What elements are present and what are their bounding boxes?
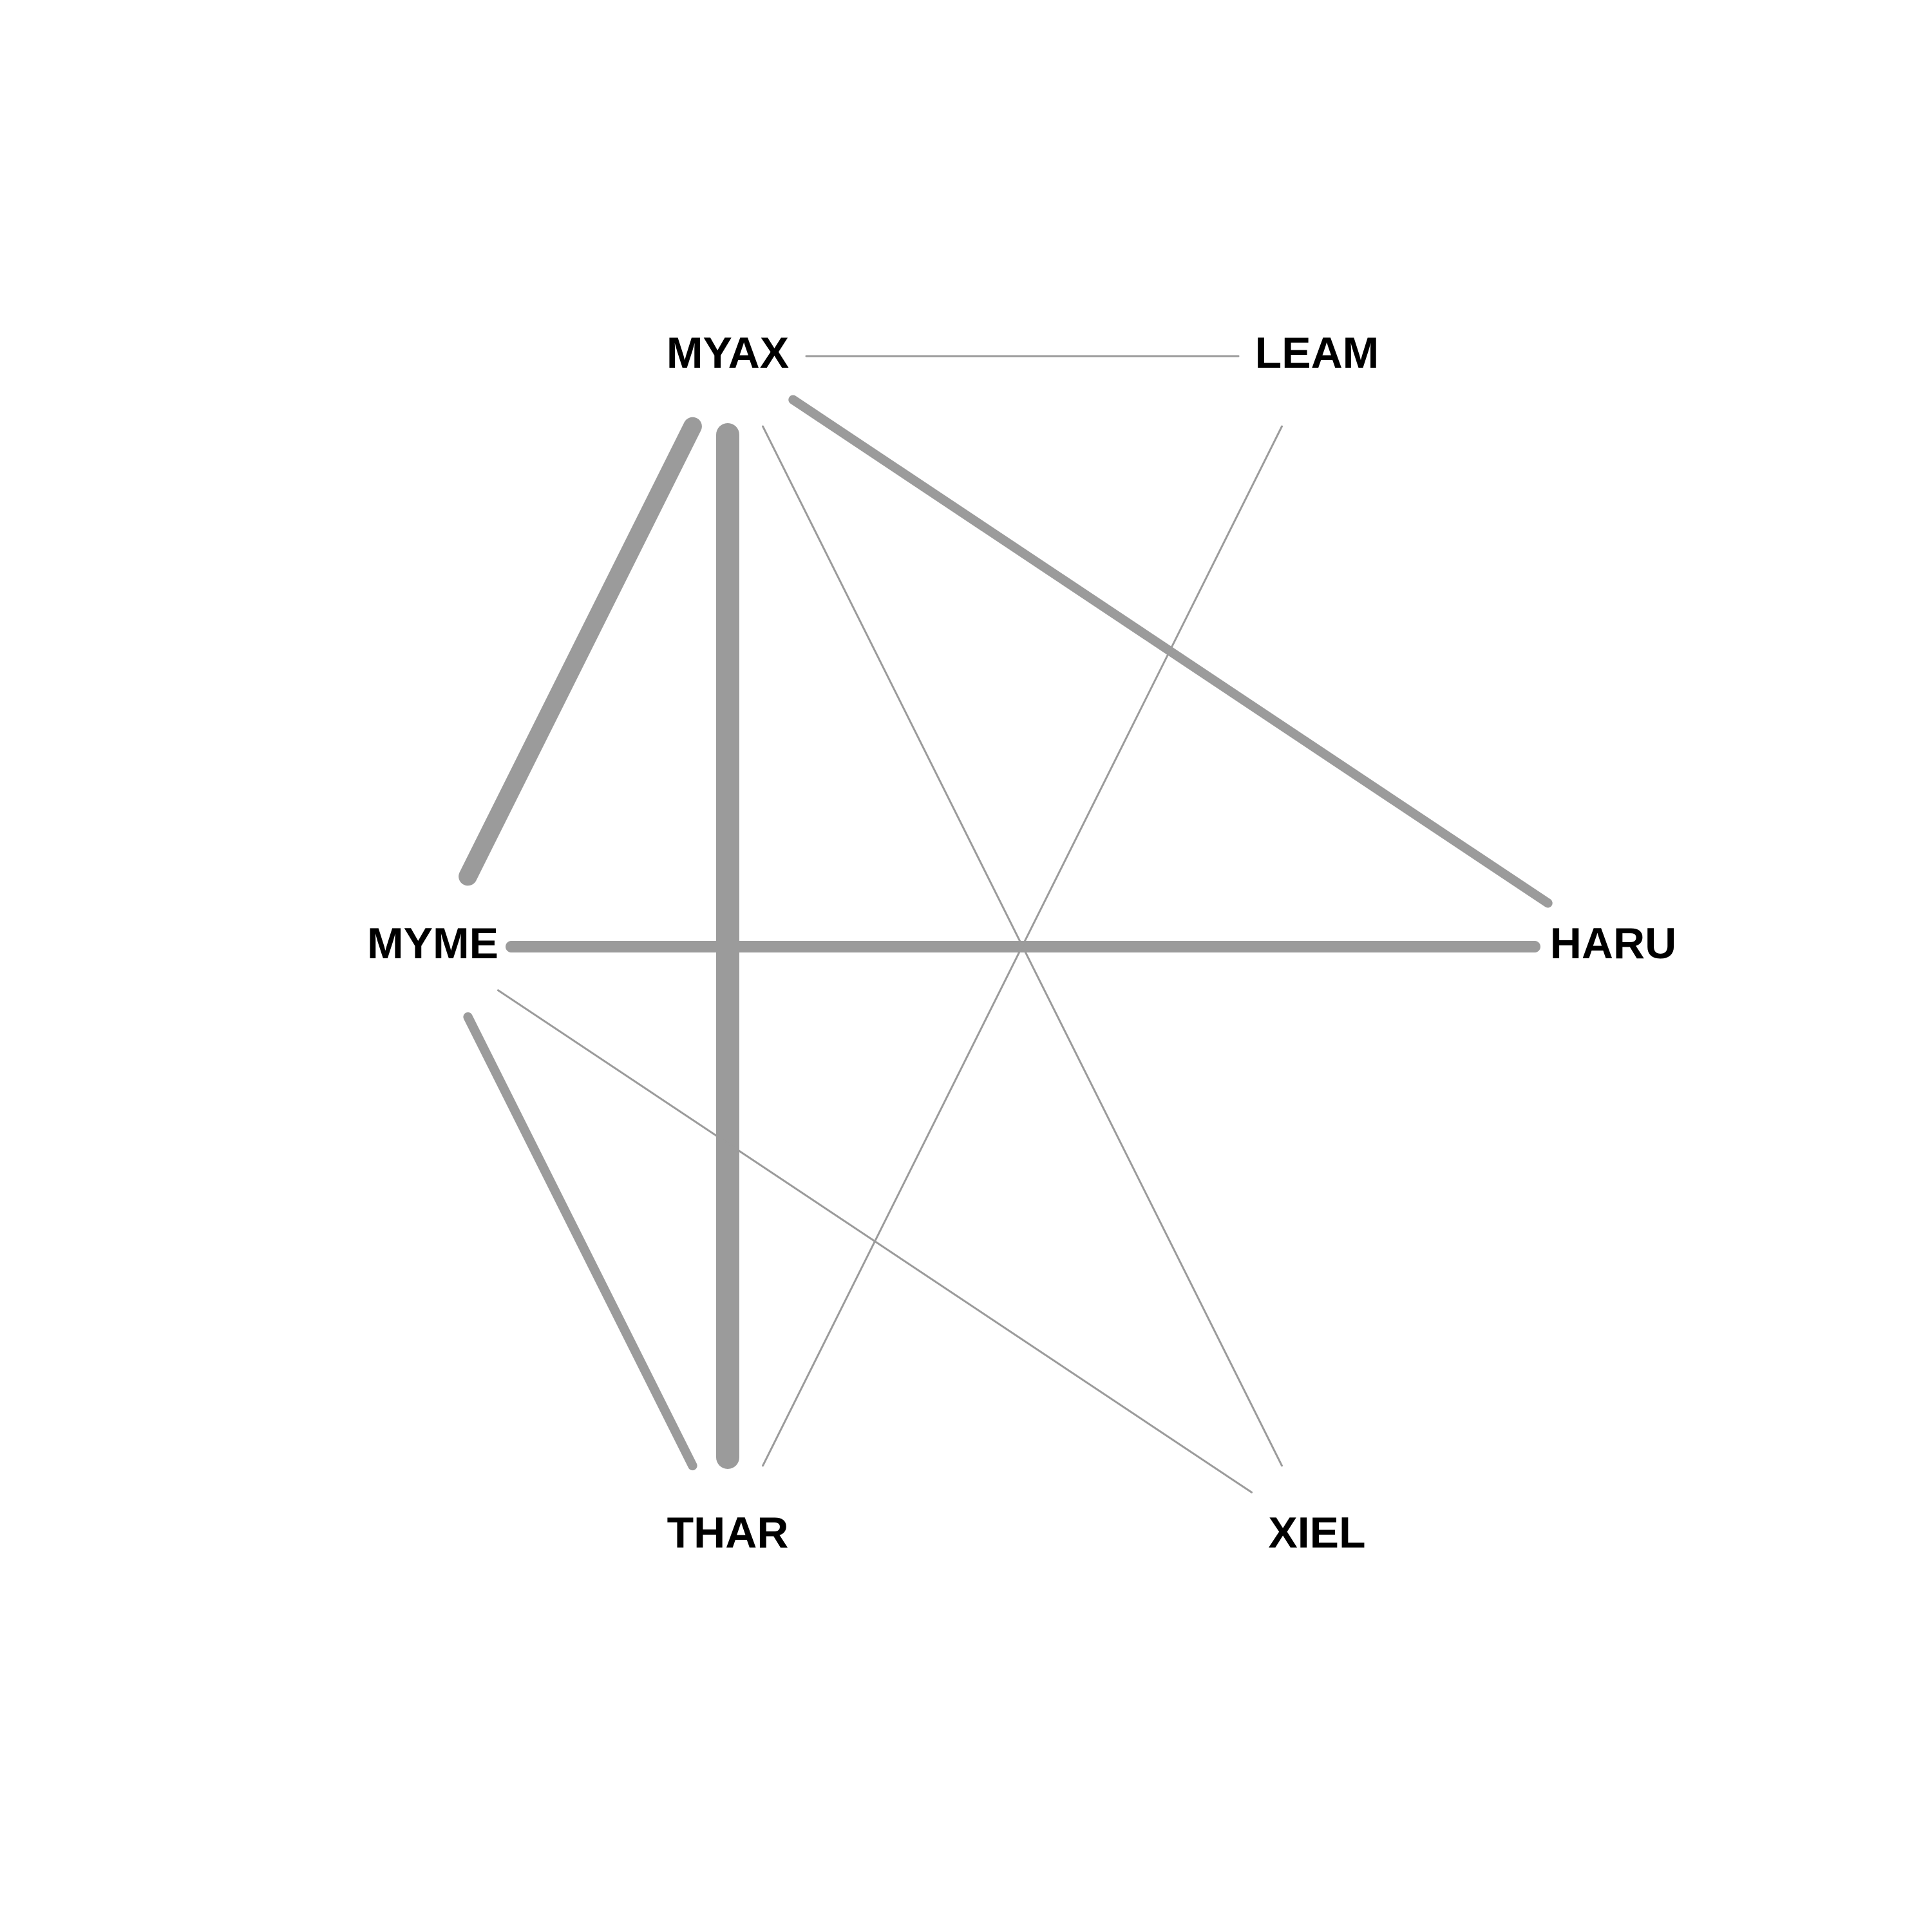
edge-layer (459, 355, 1553, 1493)
edge-myax-myme (459, 417, 702, 886)
edge-leam-thar (762, 425, 1283, 1467)
node-label-leam: LEAM (1255, 328, 1379, 377)
node-label-myme: MYME (367, 919, 498, 968)
node-label-thar: THAR (667, 1508, 789, 1557)
node-label-xiel: XIEL (1268, 1508, 1365, 1557)
node-label-myax: MYAX (667, 328, 789, 377)
edge-myme-thar (463, 1012, 697, 1471)
edge-myme-xiel (497, 989, 1253, 1493)
node-label-haru: HARU (1550, 919, 1676, 968)
